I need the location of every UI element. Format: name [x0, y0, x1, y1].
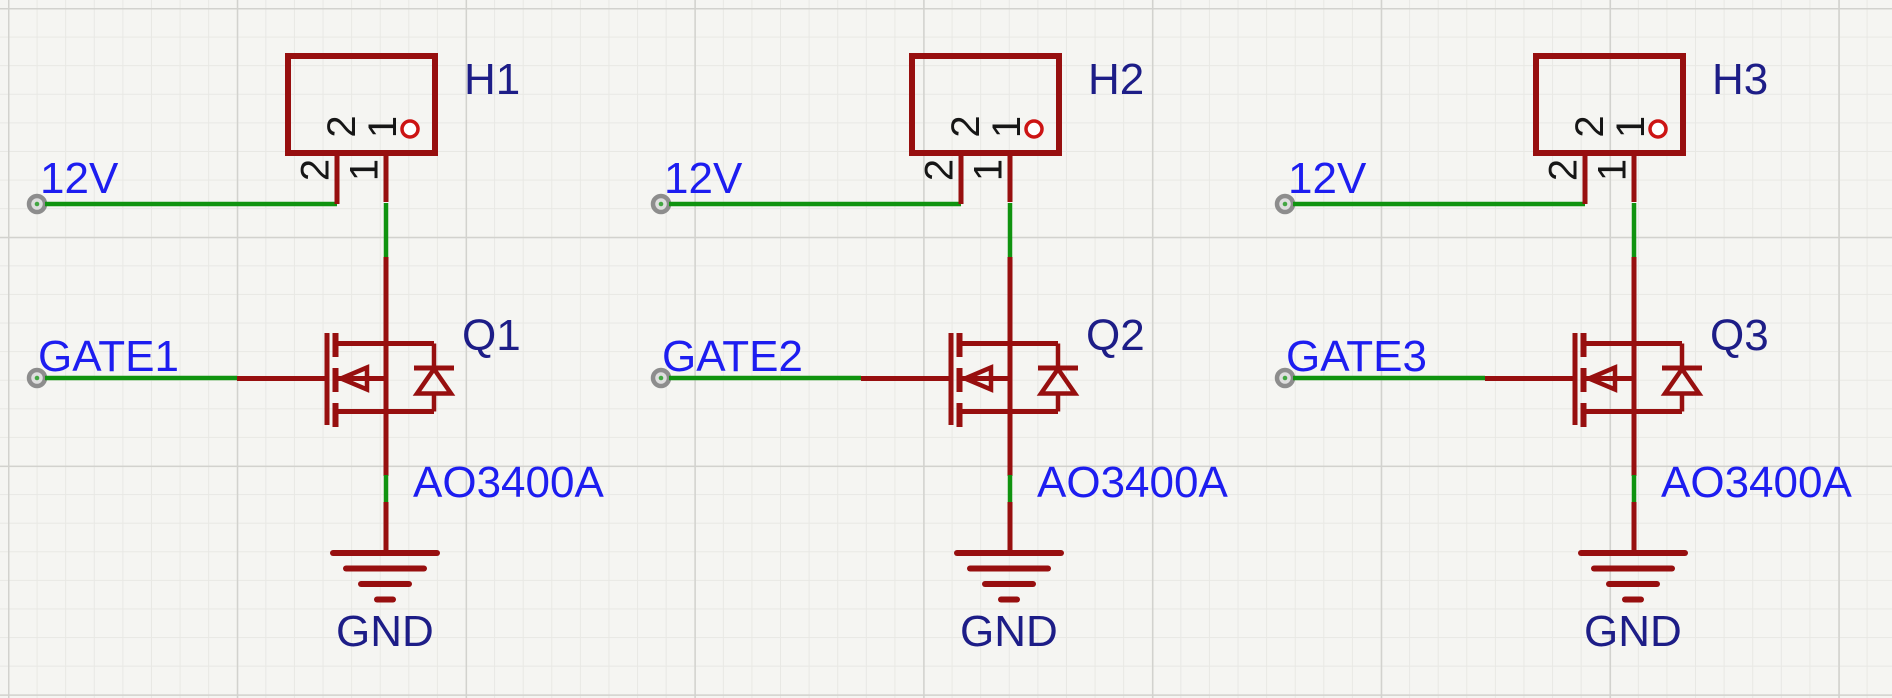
body-diode-triangle	[1036, 365, 1080, 396]
body-diode-triangle	[412, 365, 456, 396]
header-body	[909, 53, 1062, 156]
header-pin-1-number: 1	[343, 159, 387, 181]
nmos-transistor-symbol[interactable]	[861, 257, 1080, 476]
header-pin-2-number: 2	[294, 159, 338, 181]
ground-net-label[interactable]: GND	[960, 607, 1058, 656]
port-center-dot	[658, 201, 664, 207]
gate-net-label[interactable]: GATE2	[662, 332, 803, 381]
body-arrow	[335, 364, 370, 393]
header-ref-label[interactable]: H3	[1712, 55, 1768, 104]
gate-net-port[interactable]	[1274, 367, 1296, 389]
mosfet-part-label[interactable]: AO3400A	[1661, 458, 1852, 507]
pin1-indicator-icon	[1024, 119, 1044, 139]
gate-net-label[interactable]: GATE3	[1286, 332, 1427, 381]
ground-symbol[interactable]	[1578, 502, 1688, 603]
port-center-dot	[34, 201, 40, 207]
port-center-dot	[1282, 201, 1288, 207]
ground-symbol[interactable]	[954, 502, 1064, 603]
header-pin-2-name: 2	[320, 115, 364, 137]
mosfet-part-label[interactable]: AO3400A	[413, 458, 604, 507]
circuit-2: 12V 2 1 2 1 H2 GATE2	[650, 53, 1228, 656]
header-pin-2-name: 2	[1568, 115, 1612, 137]
header-body	[285, 53, 438, 156]
body-arrow	[1583, 364, 1618, 393]
nmos-transistor-symbol[interactable]	[237, 257, 456, 476]
ground-net-label[interactable]: GND	[1584, 607, 1682, 656]
pin1-indicator-icon	[1648, 119, 1668, 139]
mosfet-part-label[interactable]: AO3400A	[1037, 458, 1228, 507]
mosfet-ref-label[interactable]: Q3	[1710, 311, 1769, 360]
ground-symbol[interactable]	[330, 502, 440, 603]
gate-net-port[interactable]	[650, 367, 672, 389]
gate-net-label[interactable]: GATE1	[38, 332, 179, 381]
header-pin-1-number: 1	[1591, 159, 1635, 181]
pin1-indicator-icon	[400, 119, 420, 139]
mosfet-ref-label[interactable]: Q1	[462, 311, 521, 360]
header-pin-2-name: 2	[944, 115, 988, 137]
header-connector-symbol[interactable]: 2 1 2 1	[1533, 53, 1686, 204]
body-arrow	[959, 364, 994, 393]
header-ref-label[interactable]: H2	[1088, 55, 1144, 104]
port-center-dot	[34, 375, 40, 381]
body-diode-triangle	[1660, 365, 1704, 396]
header-pin-1-name: 1	[1609, 116, 1653, 138]
header-pin-1-name: 1	[361, 116, 405, 138]
header-pin-2-number: 2	[1542, 159, 1586, 181]
circuit-1: 12V 2 1 2 1 H1 GATE1	[26, 53, 604, 656]
port-center-dot	[1282, 375, 1288, 381]
ground-net-label[interactable]: GND	[336, 607, 434, 656]
header-ref-label[interactable]: H1	[464, 55, 520, 104]
nmos-transistor-symbol[interactable]	[1485, 257, 1704, 476]
port-center-dot	[658, 375, 664, 381]
header-pin-1-name: 1	[985, 116, 1029, 138]
supply-net-label[interactable]: 12V	[1288, 154, 1367, 203]
supply-net-label[interactable]: 12V	[664, 154, 743, 203]
header-pin-2-number: 2	[918, 159, 962, 181]
header-connector-symbol[interactable]: 2 1 2 1	[285, 53, 438, 204]
supply-net-label[interactable]: 12V	[40, 154, 119, 203]
header-body	[1533, 53, 1686, 156]
circuit-3: 12V 2 1 2 1 H3 GATE3	[1274, 53, 1852, 656]
mosfet-ref-label[interactable]: Q2	[1086, 311, 1145, 360]
header-connector-symbol[interactable]: 2 1 2 1	[909, 53, 1062, 204]
header-pin-1-number: 1	[967, 159, 1011, 181]
